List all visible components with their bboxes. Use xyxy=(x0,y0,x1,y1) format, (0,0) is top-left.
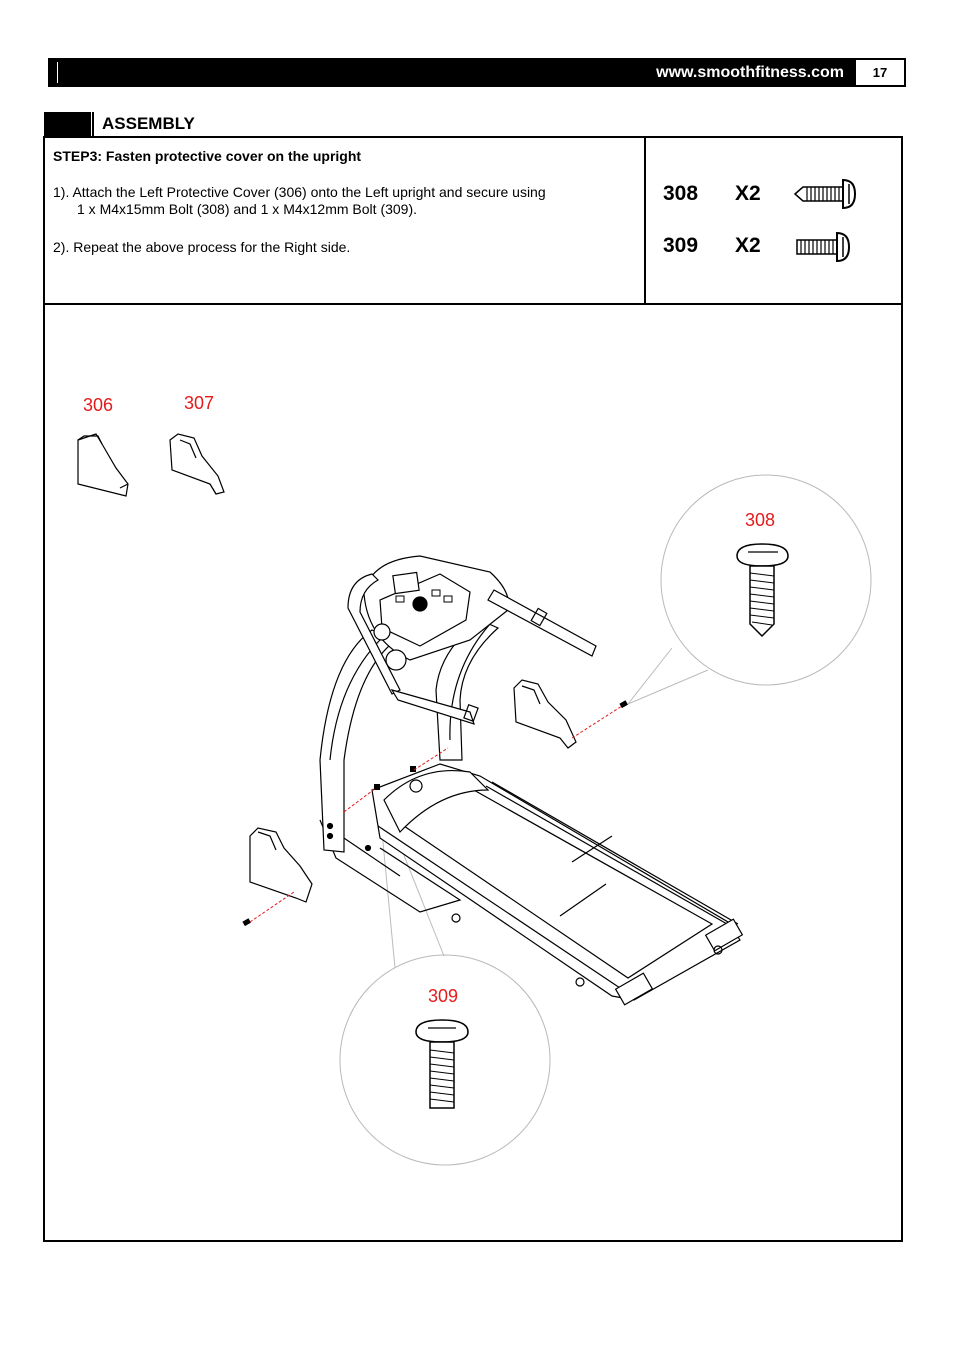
part-row-308: 308 X2 xyxy=(663,182,761,206)
instruction-1-line2: 1 x M4x15mm Bolt (308) and 1 x M4x12mm B… xyxy=(77,201,418,217)
bolt-icon xyxy=(796,231,851,263)
magnifier-308 xyxy=(627,474,872,705)
step-title: STEP3: Fasten protective cover on the up… xyxy=(53,148,362,164)
step-box: STEP3: Fasten protective cover on the up… xyxy=(43,136,903,305)
part-qty: X2 xyxy=(735,182,761,205)
right-cover-307 xyxy=(169,433,225,495)
section-tab xyxy=(44,112,94,136)
column-divider xyxy=(644,138,646,303)
assembly-guide-lines xyxy=(249,705,623,923)
header-bar: www.smoothfitness.com xyxy=(48,58,854,87)
part-row-309: 309 X2 xyxy=(663,234,761,258)
treadmill-drawing xyxy=(319,555,744,1006)
bolt-icon xyxy=(793,178,857,210)
instruction-2-line1: 2). Repeat the above process for the Rig… xyxy=(53,239,351,255)
callout-307: 307 xyxy=(184,393,215,413)
website-url[interactable]: www.smoothfitness.com xyxy=(656,64,844,81)
instruction-1-line1: 1). Attach the Left Protective Cover (30… xyxy=(53,184,546,200)
header-divider xyxy=(57,62,58,83)
page-number: 17 xyxy=(854,58,906,87)
tab-divider xyxy=(91,112,92,136)
section-title: ASSEMBLY xyxy=(102,114,195,133)
callout-306: 306 xyxy=(83,395,114,415)
bolt-icon xyxy=(242,700,628,927)
instruction-2: 2). Repeat the above process for the Rig… xyxy=(53,239,633,256)
instruction-1: 1). Attach the Left Protective Cover (30… xyxy=(53,184,633,218)
left-cover-exploded xyxy=(249,827,313,903)
part-qty: X2 xyxy=(735,234,761,257)
part-id: 309 xyxy=(663,234,699,257)
callout-309: 309 xyxy=(428,986,459,1006)
part-id: 308 xyxy=(663,182,699,205)
diagram-box xyxy=(43,303,903,1242)
left-cover-306 xyxy=(77,433,129,497)
right-cover-exploded xyxy=(513,679,577,749)
callout-308: 308 xyxy=(745,510,776,530)
